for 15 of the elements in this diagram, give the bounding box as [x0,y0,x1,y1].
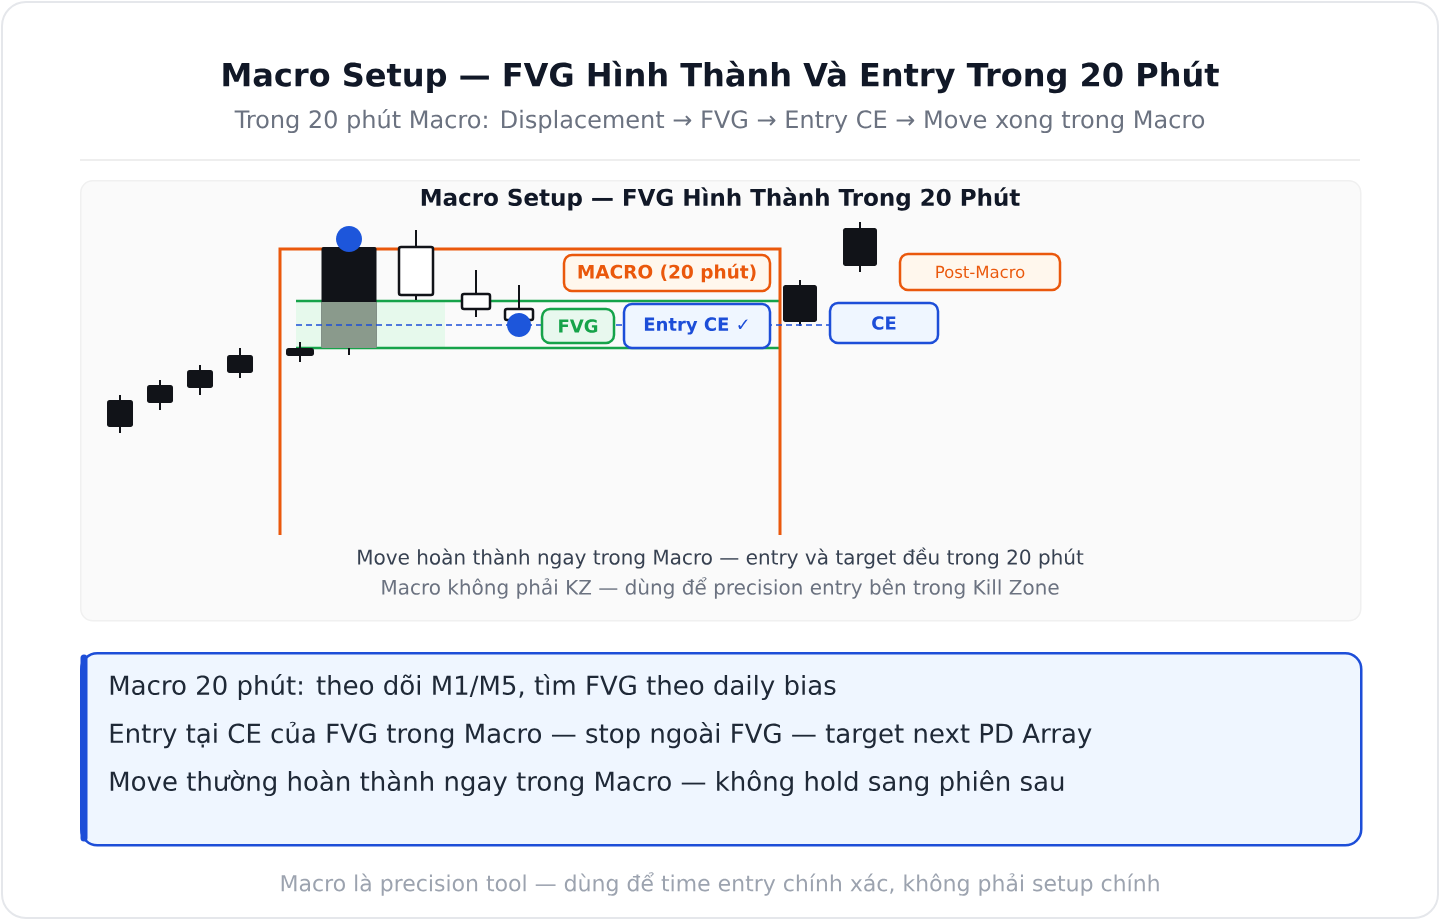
page-title: Macro Setup — FVG Hình Thành Và Entry Trong 20 Phút [223,60,1219,94]
subtitle: Trong 20 phút Macro: Displacement → FVG → Entry CE → Move xong trong Macro [234,108,1205,134]
info-text: Move thường hoàn thành ngay trong Macro — không hold sang phiên sau [110,769,1064,797]
chart-title: Macro Setup — FVG Hình Thành Trong 20 Phút [421,187,1020,211]
label-box: Entry CE ✓ [622,302,772,350]
info-text: Entry tại CE của FVG trong Macro — stop ngoài FVG — target next PD Array [110,721,1092,749]
chart-panel [80,180,1362,622]
note-text: Macro không phải KZ — dùng để precision entry bên trong Kill Zone [382,577,1059,599]
info-text: Macro 20 phút: theo dõi M1/M5, tìm FVG theo daily bias [110,673,836,701]
note-text: Move hoàn thành ngay trong Macro — entry và target đều trong 20 phút [358,547,1084,569]
label-box: CE [828,301,940,345]
footer-note: Macro là precision tool — dùng để time entry chính xác, không phải setup chính [281,872,1159,896]
label-box: FVG [540,307,616,345]
label-box: MACRO (20 phút) [562,253,772,293]
label-box: Post-Macro [898,252,1062,292]
